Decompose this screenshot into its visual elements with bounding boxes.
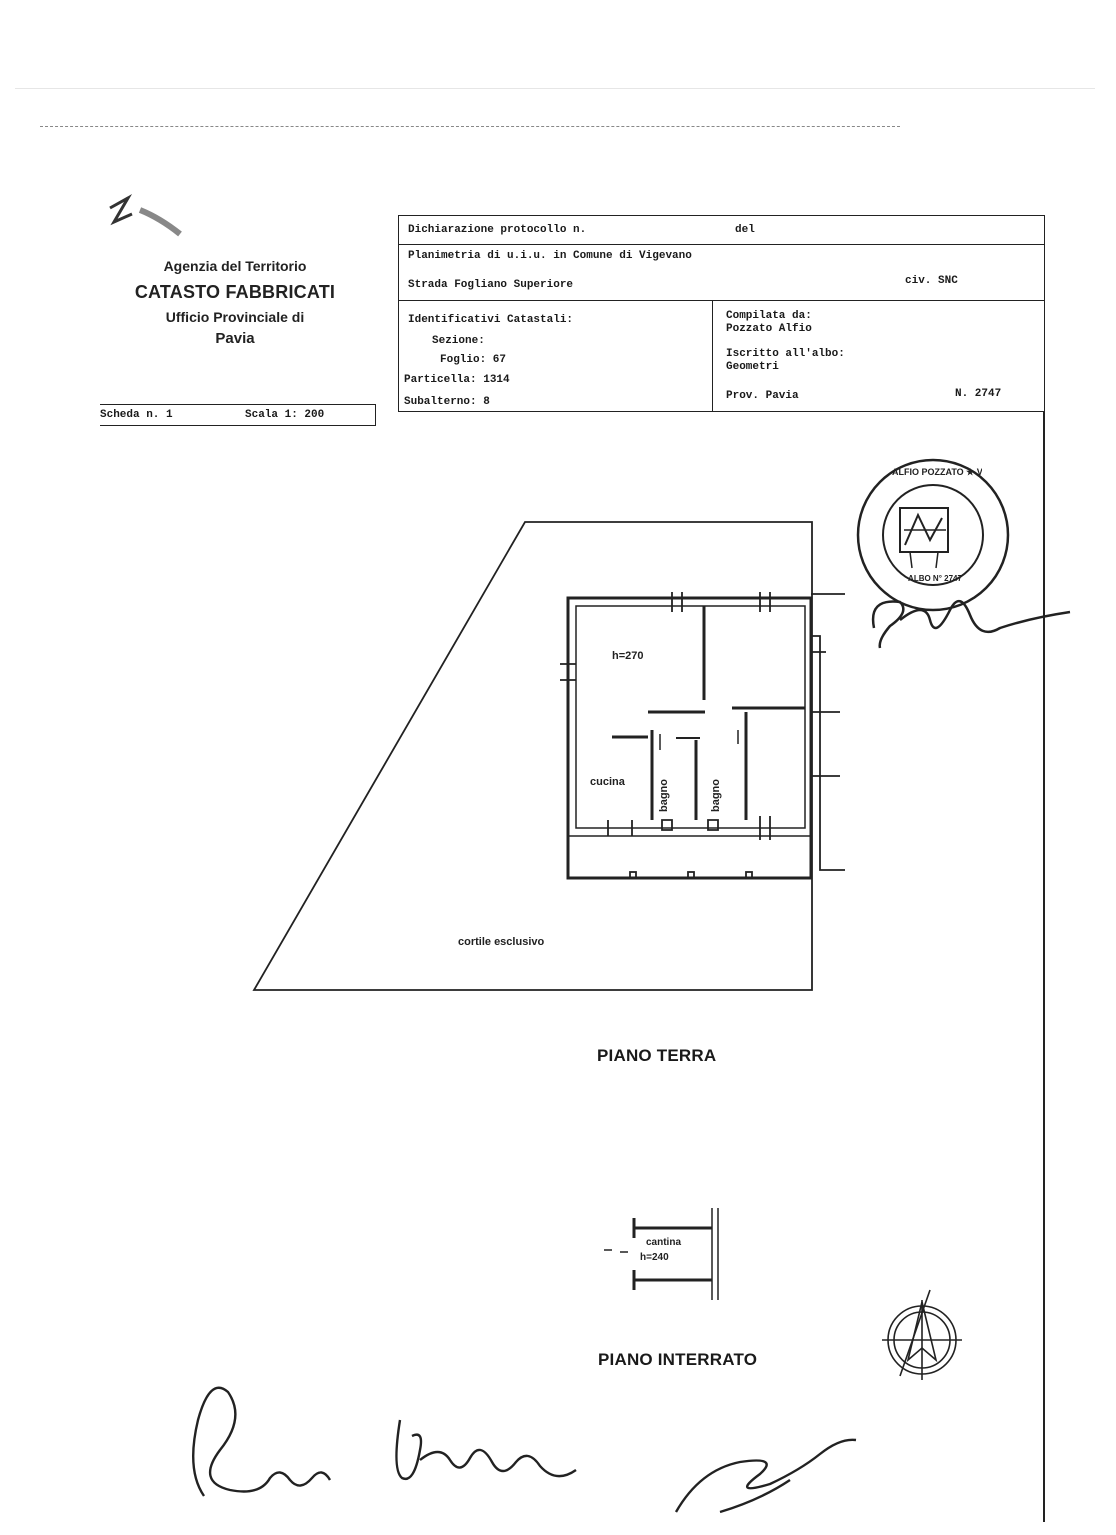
iscritto-label: Iscritto all'albo:	[726, 348, 845, 360]
civic-number: civ. SNC	[905, 275, 958, 287]
stamp-signature-icon	[871, 600, 1071, 649]
subalterno-value: Subalterno: 8	[404, 396, 490, 408]
identificativi-label: Identificativi Catastali:	[408, 314, 574, 326]
bottom-signatures-icon	[192, 1386, 857, 1514]
agency-name: Agenzia del Territorio	[163, 258, 307, 274]
compilata-name: Pozzato Alfio	[726, 323, 812, 335]
agency-office: Ufficio Provinciale di	[165, 309, 305, 325]
room-height-label: h=270	[612, 650, 644, 662]
scheda-number: Scheda n. 1	[100, 409, 173, 421]
basement-title: PIANO INTERRATO	[598, 1350, 758, 1369]
registration-number: N. 2747	[955, 388, 1002, 400]
ground-floor-title: PIANO TERRA	[597, 1046, 717, 1065]
iscritto-value: Geometri	[726, 361, 779, 373]
header-table	[398, 215, 1045, 412]
header-dash-line	[40, 126, 900, 127]
scheda-box	[100, 404, 376, 426]
header-row-divider	[398, 244, 1045, 245]
cellar-height-label: h=240	[640, 1252, 669, 1263]
stamp-text: ALFIO POZZATO ★ VIGEVANO ★ COLLEGIO GEOM…	[892, 467, 982, 477]
stamp-albo: ALBO N° 2747	[908, 574, 962, 583]
del-label: del	[735, 224, 755, 236]
north-arrow-icon	[882, 1289, 962, 1380]
sezione-label: Sezione:	[432, 335, 485, 347]
cellar-label: cantina	[646, 1237, 682, 1248]
foglio-value: Foglio: 67	[440, 354, 507, 366]
room-label-cucina: cucina	[590, 776, 625, 788]
courtyard-label: cortile esclusivo	[458, 936, 545, 948]
particella-value: Particella: 1314	[404, 374, 510, 386]
planimetria-label: Planimetria di u.i.u. in Comune di Vigev…	[408, 250, 692, 262]
cellar-walls	[632, 1218, 712, 1290]
agency-logo-icon	[109, 194, 182, 237]
courtyard-boundary	[252, 521, 813, 991]
header-row-divider	[398, 300, 1045, 301]
room-label-bagno-1: bagno	[658, 779, 670, 812]
scale-label: Scala 1: 200	[245, 409, 325, 421]
frame-border	[1043, 412, 1045, 1522]
declaration-label: Dichiarazione protocollo n.	[408, 224, 587, 236]
agency-city: Pavia	[215, 330, 255, 347]
province-label: Prov. Pavia	[726, 390, 799, 402]
agency-catasto: CATASTO FABBRICATI	[134, 282, 336, 302]
professional-stamp-icon	[856, 458, 1010, 612]
header-col-divider	[712, 300, 713, 412]
top-edge-line	[15, 88, 1095, 89]
room-label-bagno-2: bagno	[710, 779, 722, 812]
compilata-label: Compilata da:	[726, 310, 812, 322]
street-label: Strada Fogliano Superiore	[408, 279, 574, 291]
